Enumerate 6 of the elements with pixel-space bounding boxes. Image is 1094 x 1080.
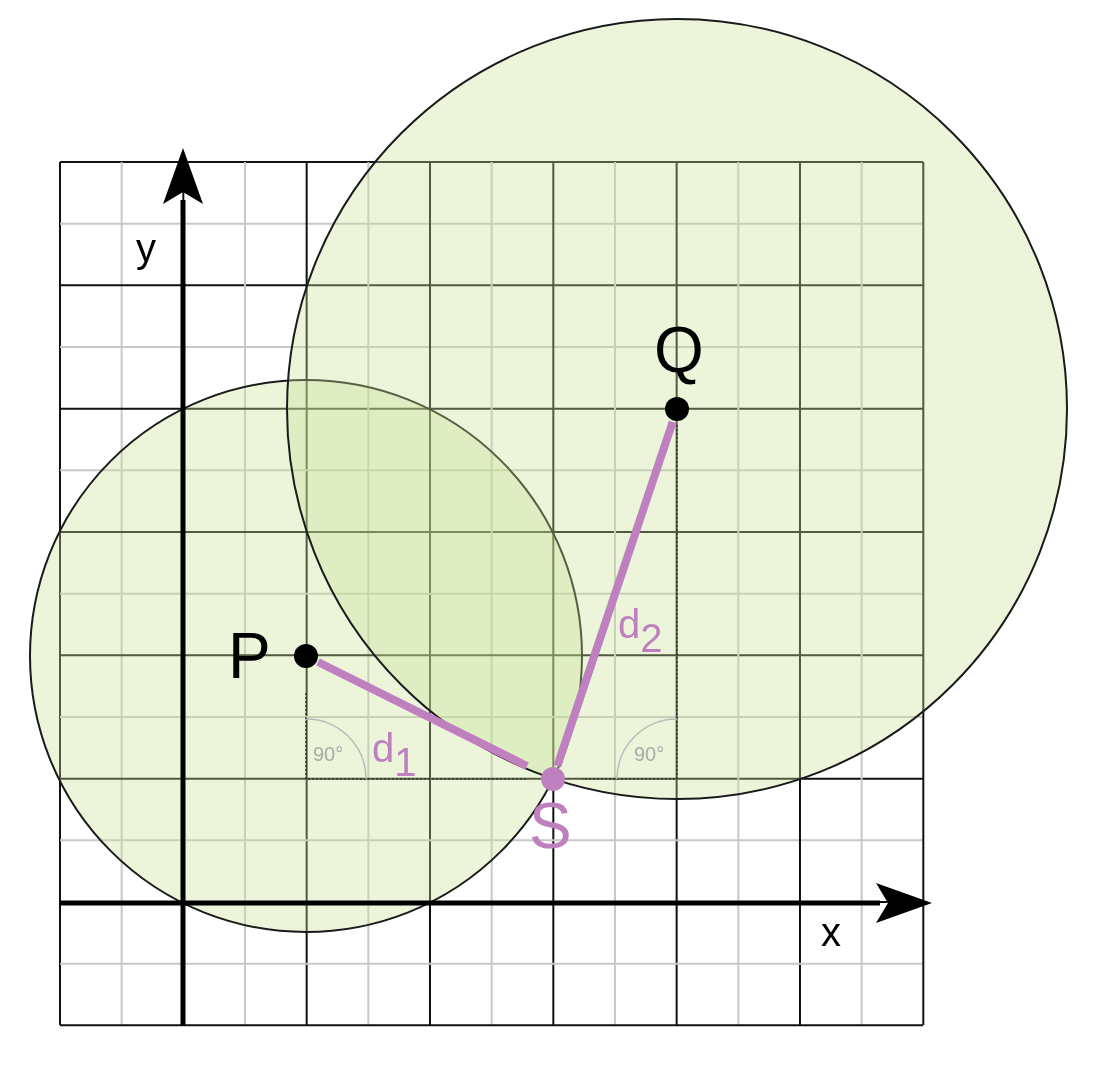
axis-label: y [136, 228, 156, 268]
line-segment [553, 420, 677, 768]
axis-label: x [821, 912, 841, 952]
line-segment [316, 658, 529, 770]
angle-label: 90° [313, 744, 344, 764]
angle-label: 90° [634, 744, 665, 764]
